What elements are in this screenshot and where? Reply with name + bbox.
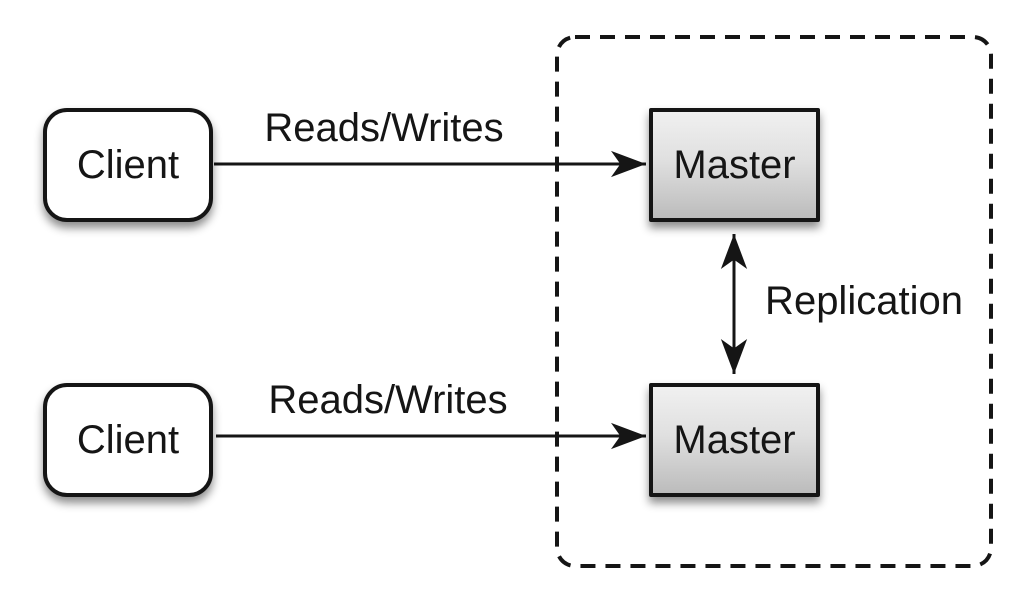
node-master-top-label: Master — [673, 143, 796, 187]
node-client-top-label: Client — [76, 143, 180, 187]
node-master-bottom-label: Master — [673, 418, 796, 462]
edge-label-replication: Replication — [765, 279, 963, 323]
node-client-bottom-label: Client — [76, 418, 180, 462]
node-client-bottom: Client — [43, 383, 213, 497]
edge-label-reads-writes-top: Reads/Writes — [264, 106, 504, 150]
edge-label-reads-writes-bottom: Reads/Writes — [268, 378, 508, 422]
node-client-top: Client — [43, 108, 213, 222]
node-master-top: Master — [649, 108, 820, 222]
node-master-bottom: Master — [649, 383, 820, 497]
